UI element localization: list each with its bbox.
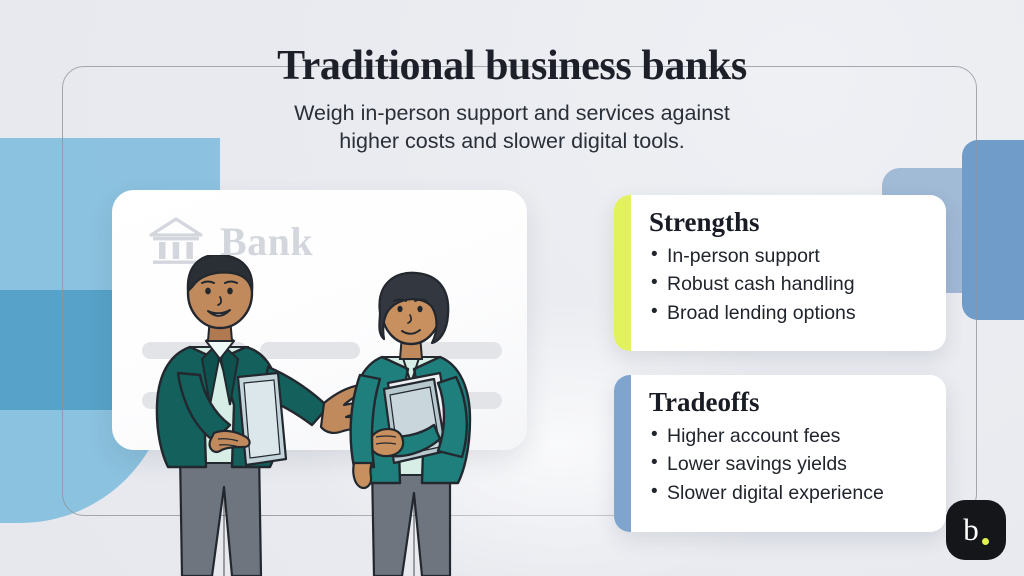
tradeoffs-card-bullet-list: Higher account fees Lower savings yields… [649,421,930,507]
people-illustration-svg [155,255,472,576]
bank-card-brand: Bank [148,216,313,268]
brand-logo-dot [981,538,989,545]
strengths-card-bullet-list: In-person support Robust cash handling B… [649,241,930,327]
strengths-card-accent-bar [614,195,631,351]
man-with-tablet [155,255,378,576]
page-title: Traditional business banks [277,43,747,89]
bank-building-icon [149,217,203,264]
bank-card-placeholder-bar [260,342,360,359]
tradeoffs-card-heading: Tradeoffs [649,387,760,417]
strengths-card-heading: Strengths [649,207,760,237]
list-item: In-person support [649,241,930,270]
tradeoffs-card[interactable]: Tradeoffs Higher account fees Lower savi… [614,375,946,532]
background-shape-blue-right-strong [962,140,1024,320]
strengths-card[interactable]: Strengths In-person support Robust cash … [614,195,946,351]
strengths-card-body: Strengths In-person support Robust cash … [631,195,946,351]
brand-logo-letter: b [963,511,979,547]
header: Traditional business banks Weigh in-pers… [0,44,1024,156]
people-illustration [120,255,540,576]
list-item: Robust cash handling [649,269,930,298]
list-item: Broad lending options [649,298,930,327]
brand-logo[interactable]: b [946,500,1006,560]
bank-card-brand-label: Bank [220,219,314,264]
bank-card-placeholder-bar [402,342,502,359]
page-subtitle: Weigh in-person support and services aga… [212,100,812,156]
list-item: Higher account fees [649,421,930,450]
page-subtitle-line-2: higher costs and slower digital tools. [339,129,685,154]
list-item: Lower savings yields [649,449,930,478]
page-subtitle-line-1: Weigh in-person support and services aga… [294,101,730,126]
tradeoffs-card-body: Tradeoffs Higher account fees Lower savi… [631,375,946,532]
tradeoffs-card-accent-bar [614,375,631,532]
woman-with-folders [349,271,472,576]
list-item: Slower digital experience [649,478,930,507]
